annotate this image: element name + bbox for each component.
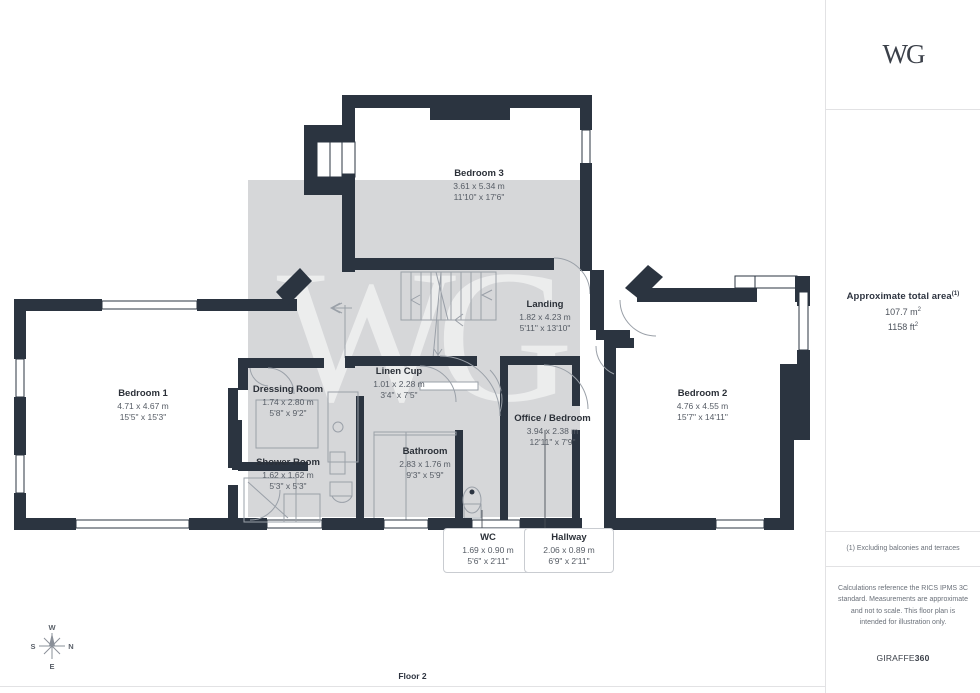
room-landing-walls (345, 356, 479, 403)
room-office-bedroom-walls (508, 356, 589, 520)
room-dimension-imperial: 6'9" x 2'11" (548, 556, 590, 567)
floor-plan-svg: WG (14, 95, 810, 530)
info-sidebar: WG Approximate total area(1) 107.7 m2 11… (825, 0, 980, 693)
room-dressing-room-walls (232, 268, 324, 471)
sidebar-spacer-top (826, 110, 980, 285)
hallway-walls (439, 355, 508, 520)
total-area-footnote-marker: (1) (951, 291, 960, 297)
total-area-block: Approximate total area(1) 107.7 m2 1158 … (826, 285, 980, 340)
brand-logo: WG (882, 39, 926, 69)
total-area-title-text: Approximate total area (846, 291, 952, 303)
bottom-divider (0, 686, 825, 687)
room-dimension-metric: 2.06 x 0.89 m (543, 544, 595, 555)
provider-logo: GIRAFFE360 (826, 653, 980, 663)
callout-hallway: Hallway 2.06 x 0.89 m 6'9" x 2'11" (524, 528, 614, 573)
room-name: Hallway (551, 532, 587, 543)
disclaimer-cell: Calculations reference the RICS IPMS 3C … (826, 567, 980, 639)
total-area-metric-unit-exp: 2 (917, 307, 921, 314)
provider-logo-prefix: GIRAFFE (876, 653, 915, 663)
compass-label-bottom: E (49, 662, 54, 671)
compass-label-right: N (68, 642, 73, 651)
room-name: WC (480, 532, 496, 543)
plumbing-fixtures (255, 391, 359, 503)
footnote-cell: (1) Excluding balconies and terraces (826, 531, 980, 567)
total-area-imperial-unit-exp: 2 (914, 322, 919, 329)
provider-logo-suffix: 360 (914, 653, 930, 663)
room-dimension-imperial: 5'6" x 2'11" (467, 556, 509, 567)
disclaimer-text: Calculations reference the RICS IPMS 3C … (838, 584, 968, 627)
total-area-imperial: 1158 ft2 (836, 322, 970, 332)
room-bedroom-2-walls (595, 265, 810, 530)
compass-label-left: S (30, 642, 35, 651)
callout-wc: WC 1.69 x 0.90 m 5'6" x 2'11" (443, 528, 533, 573)
compass-needle (49, 633, 55, 646)
bottom-exterior-wall (322, 518, 582, 530)
callout-leader-lines (481, 430, 546, 530)
sidebar-spacer-middle (826, 340, 980, 531)
staircase (329, 271, 497, 359)
sidebar-spacer-bottom (826, 663, 980, 693)
landing-right-wall (590, 270, 630, 340)
floor-label: Floor 2 (398, 671, 427, 681)
total-area-metric: 107.7 m2 (836, 307, 970, 317)
room-shower-room-fixtures (243, 477, 321, 523)
room-dimension-metric: 1.69 x 0.90 m (462, 544, 514, 555)
footnote-text: (1) Excluding balconies and terraces (846, 545, 960, 553)
total-area-metric-value: 107.7 m (885, 307, 918, 318)
total-area-title: Approximate total area(1) (836, 291, 970, 302)
floor-plan-drawing: WG (14, 95, 810, 530)
compass-rose: W N E S (30, 623, 73, 671)
shaded-footprint (248, 180, 580, 517)
provider-logo-cell: GIRAFFE360 (826, 639, 980, 663)
compass-label-top: W (48, 623, 56, 632)
brand-cell: WG (826, 0, 980, 110)
total-area-imperial-value: 1158 ft (887, 322, 915, 333)
room-bedroom-3-walls (304, 95, 592, 295)
